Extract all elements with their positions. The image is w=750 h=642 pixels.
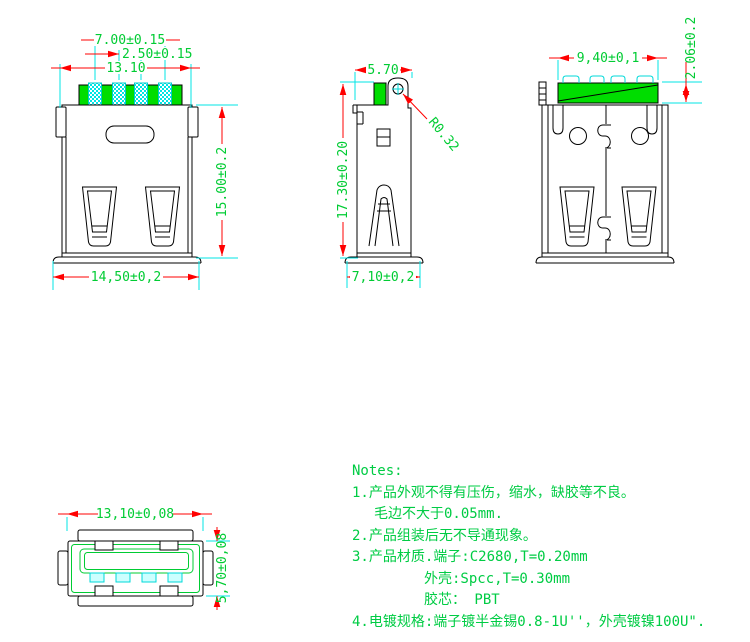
note-line-3: 3.产品材质.端子:C2680,T=0.20mm xyxy=(352,549,588,565)
shell-notch xyxy=(159,585,179,597)
dim-text-bg xyxy=(94,33,166,46)
side-edge-steps xyxy=(352,104,364,125)
bottom-left-tab xyxy=(57,550,69,586)
side-latch-upper xyxy=(376,128,391,138)
terminal-pad xyxy=(89,572,105,583)
back-right-hole xyxy=(631,127,649,145)
dim-front-pitch-inner: 2.50±0.15 xyxy=(122,47,192,62)
front-terminal-row xyxy=(78,82,183,106)
dim-front-pitch-outer: 7.00±0.15 xyxy=(95,33,165,48)
front-left-tab xyxy=(55,106,67,138)
tongue-inner-outline xyxy=(84,552,189,570)
tongue-outline xyxy=(79,548,194,574)
insulator-diagonal xyxy=(557,84,659,102)
notes-title: Notes: xyxy=(352,463,403,479)
side-latch-lower xyxy=(376,136,391,147)
back-left-channel xyxy=(552,105,564,135)
bottom-terminals xyxy=(89,572,183,583)
bottom-extension-lines xyxy=(66,517,230,597)
back-shell-thickness xyxy=(547,105,663,253)
seam-notch-bottom xyxy=(597,216,611,241)
back-leg-left xyxy=(559,186,595,247)
shell-notch xyxy=(159,540,179,551)
back-right-channel xyxy=(646,105,658,135)
side-insulator xyxy=(373,82,387,106)
hole-center-cross xyxy=(392,83,404,95)
bottom-right-tab xyxy=(202,550,214,586)
dim-back-insulator-width: 9,40±0,1 xyxy=(577,51,640,66)
dim-front-height-group: 15.00±0.2 xyxy=(215,144,230,220)
side-shell-body xyxy=(356,77,412,254)
dim-side-depth: 7,10±0,2 xyxy=(352,270,415,285)
dim-back-insulator-height-group: 2.06±0.2 xyxy=(684,17,699,80)
back-left-hole xyxy=(569,127,587,145)
dim-text-bg xyxy=(89,270,163,283)
bottom-bottom-tab xyxy=(77,595,194,607)
insulator-block xyxy=(171,84,183,106)
front-solder-flange xyxy=(52,253,202,264)
terminal-pin xyxy=(134,82,148,106)
front-leg-right xyxy=(144,186,181,247)
terminal-pad xyxy=(141,572,157,583)
dim-side-height: 17.30±0.20 xyxy=(336,141,351,219)
side-leg xyxy=(368,184,400,247)
dim-text-bg xyxy=(121,47,194,60)
side-solder-flange xyxy=(344,253,424,264)
terminal-pad xyxy=(167,572,183,583)
bottom-top-tab xyxy=(77,529,194,542)
dim-side-hole-radius: R0.32 xyxy=(425,115,462,155)
dim-side-height-group: 17.30±0.20 xyxy=(336,138,351,222)
back-edge-ladder-rungs xyxy=(539,87,546,101)
notes-block: Notes: 1.产品外观不得有压伤，缩水，缺胶等不良。 毛边不大于0.05mm… xyxy=(352,461,747,633)
insulator-block xyxy=(125,84,135,106)
seam-notch-top xyxy=(597,124,611,149)
dim-front-width: 14,50±0,2 xyxy=(91,270,161,285)
leader-line xyxy=(402,93,428,120)
dim-side-top-depth: 5.70 xyxy=(367,63,398,78)
back-leg-right xyxy=(621,186,657,247)
back-view: 9,40±0,1 2.06±0.2 xyxy=(535,17,702,264)
dim-front-opening-width: 13.10 xyxy=(106,61,145,76)
note-line-1: 1.产品外观不得有压伤，缩水，缺胶等不良。 xyxy=(352,484,635,501)
front-right-tab xyxy=(187,106,199,138)
note-line-3c: 胶芯： PBT xyxy=(424,592,500,608)
shell-thickness-lines xyxy=(65,137,189,253)
note-line-3b: 外壳:Spcc,T=0.30mm xyxy=(424,570,571,587)
terminal-pad xyxy=(115,572,131,583)
dim-bottom-width: 13,10±0,08 xyxy=(96,507,174,522)
dim-text-bg xyxy=(105,61,147,74)
back-extension-lines xyxy=(557,60,702,104)
note-line-2: 2.产品组装后无不导通现象。 xyxy=(352,527,537,544)
front-view: 7.00±0.15 2.50±0.15 13.10 15.00±0.2 14,5… xyxy=(51,33,238,290)
dim-text-bg xyxy=(336,138,349,222)
dim-bottom-height: 5,70±0,08 xyxy=(215,533,230,603)
terminal-pin xyxy=(158,82,172,106)
shell-notch xyxy=(94,540,114,551)
bottom-view: 13,10±0,08 5,70±0,08 xyxy=(57,507,230,610)
terminal-pin xyxy=(88,82,102,106)
dim-text-bg xyxy=(98,507,172,520)
note-line-4: 4.电镀规格:端子镀半金锡0.8-1U''，外壳镀镍100U". xyxy=(352,613,706,630)
back-solder-flange xyxy=(535,253,675,264)
bottom-shell-inner-trace xyxy=(71,544,200,593)
back-terminal-bumps xyxy=(562,75,654,83)
shell-notch xyxy=(94,585,114,597)
terminal-pin xyxy=(112,82,126,106)
front-leg-left xyxy=(81,186,118,247)
dim-text-bg xyxy=(350,270,416,283)
latch-slot xyxy=(105,125,155,144)
dim-back-insulator-height: 2.06±0.2 xyxy=(684,17,699,80)
dim-bottom-height-group: 5,70±0,08 xyxy=(215,533,230,603)
insulator-block xyxy=(78,84,89,106)
insulator-block xyxy=(101,84,113,106)
dim-front-height: 15.00±0.2 xyxy=(215,147,230,217)
dim-text-bg xyxy=(574,51,642,64)
side-extension-lines xyxy=(340,72,421,288)
insulator-block xyxy=(147,84,159,106)
note-line-1b: 毛边不大于0.05mm. xyxy=(374,506,504,522)
dim-text-bg xyxy=(366,63,400,76)
side-view: 5.70 17.30±0.20 R0.32 7,10±0,2 xyxy=(336,63,462,288)
dim-text-bg xyxy=(215,144,228,220)
